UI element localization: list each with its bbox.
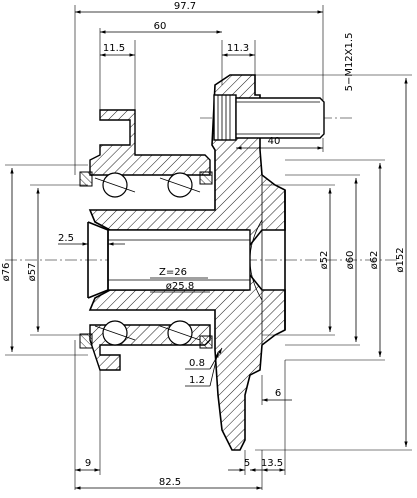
- dim-outer-diameter: ø76: [1, 263, 12, 282]
- dim-hub-diameter: ø60: [345, 251, 356, 270]
- dim-bearing-bore: ø57: [27, 263, 38, 282]
- dim-spline-teeth: Z=26: [159, 267, 187, 278]
- spline-bore: [87, 221, 251, 299]
- dim-pilot-diameter: ø52: [319, 251, 330, 270]
- dim-right-step: 11.3: [227, 43, 249, 54]
- dim-flange-thickness: 5: [244, 458, 250, 469]
- outer-ring-upper: [89, 109, 211, 176]
- dim-bolt-thread: 5−M12X1.5: [344, 33, 355, 92]
- dimension-labels: 97.7 60 11.5 11.3 40 5−M12X1.5 2.5 ø76 ø…: [1, 1, 406, 488]
- dim-hub-step-diameter: ø62: [369, 251, 380, 270]
- dim-flange-width: 13.5: [261, 458, 283, 469]
- dim-overall-length: 97.7: [174, 1, 196, 12]
- dim-flange-offset: 6: [275, 388, 281, 399]
- dim-left-offset: 9: [85, 458, 91, 469]
- dim-left-step: 11.5: [103, 43, 125, 54]
- hub-lower: [88, 273, 286, 451]
- dim-spline-diameter: ø25.8: [166, 281, 194, 292]
- dim-bolt-length: 40: [268, 136, 281, 147]
- bearing-balls: [79, 171, 213, 349]
- dim-total-axial: 82.5: [159, 477, 181, 488]
- dimension-lines: [5, 5, 412, 490]
- dim-seal-gap-2: 1.2: [189, 375, 205, 386]
- flange: [249, 175, 286, 345]
- dim-inner-chamfer: 2.5: [58, 233, 74, 244]
- dim-flange-diameter: ø152: [395, 247, 406, 272]
- wheel-bolt: [213, 94, 325, 141]
- dim-flange-to-bolt-end: 60: [154, 21, 167, 32]
- dim-seal-gap-1: 0.8: [189, 358, 205, 369]
